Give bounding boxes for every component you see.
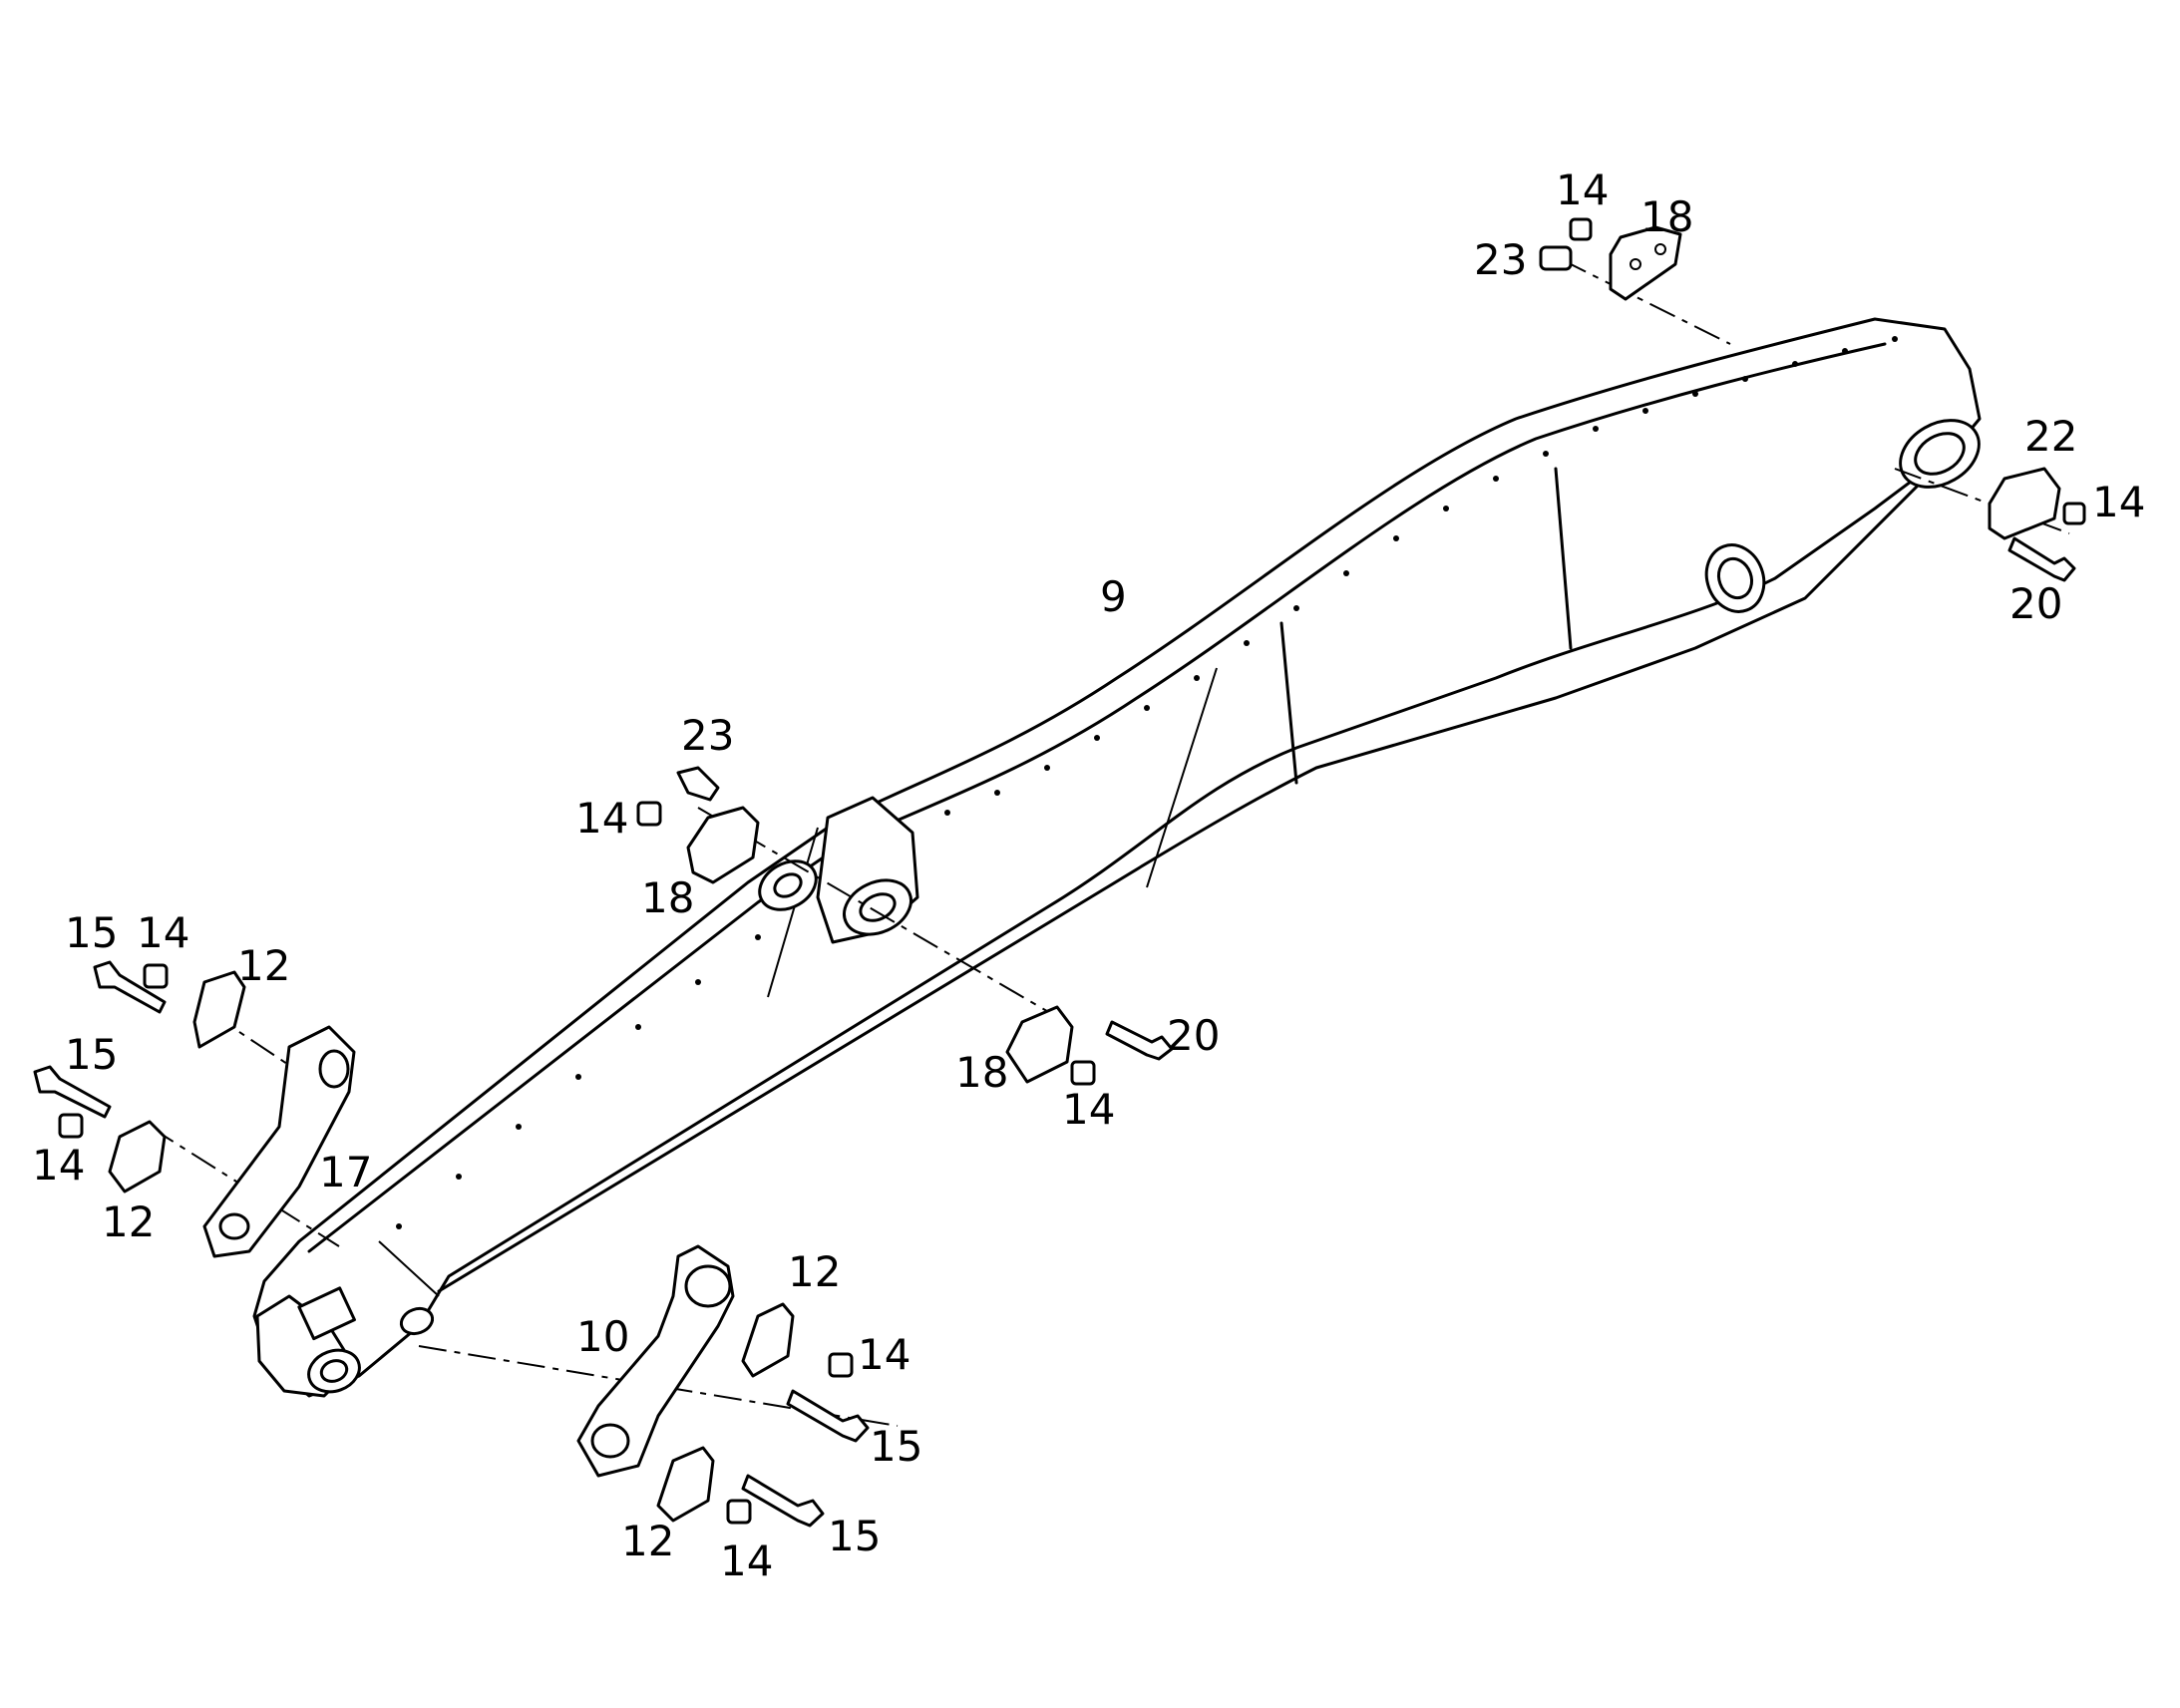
callout-23-mid: 23 — [681, 711, 734, 760]
callout-9: 9 — [1100, 572, 1127, 621]
boom-holes — [396, 336, 1898, 1229]
nut-14-left-bottom — [58, 1113, 84, 1139]
callout-18-top: 18 — [1640, 192, 1693, 241]
nut-14-bottom-low — [726, 1499, 752, 1525]
nut-14-low — [1070, 1060, 1096, 1086]
callout-15-bottom-top: 15 — [870, 1422, 922, 1471]
callout-15-left-top: 15 — [65, 908, 118, 957]
callout-12-bottom-top: 12 — [788, 1247, 841, 1296]
nut-14-right — [2062, 502, 2086, 525]
plate-18-top — [1609, 225, 1682, 301]
callout-14-low: 14 — [1062, 1085, 1115, 1134]
plate-12-bottom-low — [656, 1446, 715, 1523]
callout-18-mid: 18 — [641, 873, 694, 922]
callout-20-right: 20 — [2009, 579, 2062, 628]
bolt-15-left-top — [93, 960, 167, 1014]
callout-12-bottom-low: 12 — [621, 1517, 674, 1565]
plate-12-bottom-top — [741, 1302, 795, 1378]
callout-15-bottom-low: 15 — [828, 1512, 881, 1560]
callout-14-right: 14 — [2092, 478, 2145, 526]
callout-10: 10 — [576, 1312, 629, 1361]
callout-labels: 14 18 23 22 14 20 9 23 14 18 15 14 12 15… — [32, 166, 2145, 1585]
callout-17: 17 — [319, 1148, 372, 1196]
callout-22: 22 — [2024, 412, 2077, 461]
link-10 — [576, 1244, 735, 1478]
nut-14-top — [1569, 217, 1593, 241]
callout-14-left-top: 14 — [137, 908, 189, 957]
nut-14-left-top — [143, 963, 169, 989]
callout-12-left-top: 12 — [237, 941, 290, 990]
link-17 — [202, 1025, 356, 1258]
callout-15-left-bottom: 15 — [65, 1030, 118, 1079]
callout-14-left-bottom: 14 — [32, 1141, 85, 1190]
boom-arm — [252, 317, 1982, 1398]
callout-14-bottom-low: 14 — [720, 1537, 773, 1585]
bolt-15-bottom-low — [741, 1474, 825, 1528]
bolt-23-mid — [676, 766, 720, 802]
callout-12-left-bottom: 12 — [102, 1197, 155, 1246]
bolt-23-top — [1539, 245, 1573, 271]
plate-12-left-bottom — [108, 1120, 167, 1194]
plate-22 — [1988, 467, 2061, 540]
bolt-15-bottom-top — [786, 1389, 870, 1443]
plate-12-left-top — [192, 970, 246, 1049]
nut-14-bottom-top — [828, 1352, 854, 1378]
plate-18-mid — [686, 806, 760, 884]
callout-14-top: 14 — [1556, 166, 1609, 214]
bolt-20-low — [1105, 1020, 1174, 1061]
callout-14-bottom-top: 14 — [858, 1330, 910, 1379]
bolt-20-right — [2007, 536, 2076, 582]
plate-18-low — [1005, 1005, 1074, 1084]
callout-23-top: 23 — [1474, 235, 1527, 284]
callout-20-low: 20 — [1167, 1011, 1220, 1060]
callout-14-mid: 14 — [575, 794, 628, 843]
bolt-15-left-bottom — [33, 1065, 112, 1119]
nut-14-mid — [636, 801, 662, 827]
callout-18-low: 18 — [955, 1048, 1008, 1097]
